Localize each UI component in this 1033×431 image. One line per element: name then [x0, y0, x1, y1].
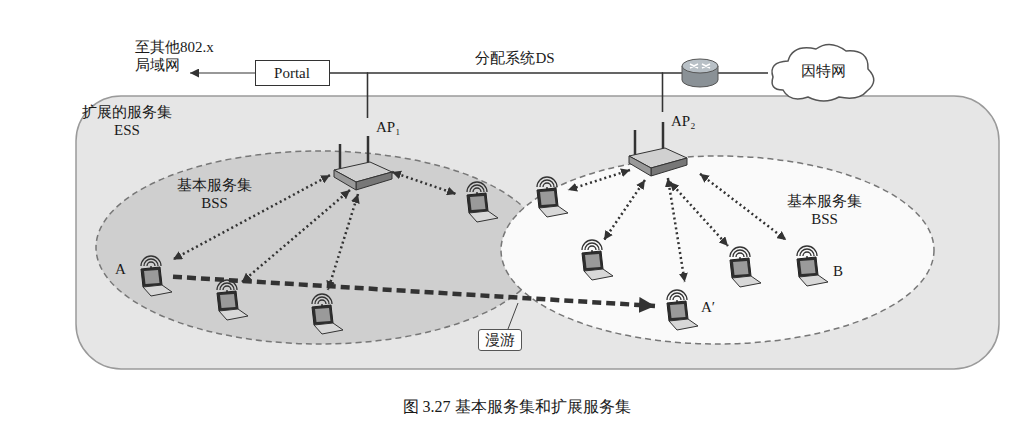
laptop-icon	[655, 288, 699, 332]
access-point: AP₁	[330, 118, 405, 192]
node-label: A′	[701, 298, 715, 316]
node-label: 基本服务集 BSS	[175, 176, 254, 212]
bss-ellipse-outline	[500, 155, 935, 345]
node-label: 基本服务集 BSS	[785, 192, 864, 228]
node-label: A	[115, 260, 126, 278]
lan-arrow	[190, 72, 255, 73]
callout-box: 漫游	[478, 329, 522, 351]
laptop-icon	[129, 254, 173, 298]
internet-cloud: 因特网	[768, 40, 878, 102]
laptop-station: B	[785, 240, 855, 292]
laptop-icon	[785, 244, 829, 288]
node-label: 因特网	[801, 62, 846, 80]
ess-region-outline	[75, 95, 1000, 370]
node-label: AP₁	[376, 118, 400, 136]
ess-region: A 基本服务集 BSS A′ B 基本服务集 BSS AP₁ AP₂ 扩展的服务集 ESS	[75, 95, 1000, 370]
figure-caption: 图 3.27 基本服务集和扩展服务集	[0, 397, 1033, 416]
lan-note: 至其他802.x 局域网	[135, 38, 214, 74]
bss-ellipse: A 基本服务集 BSS	[95, 150, 545, 345]
bss-ellipse-outline	[95, 150, 545, 345]
laptop-station: A′	[655, 282, 723, 334]
node-label: Portal	[274, 64, 310, 82]
node-label: 扩展的服务集 ESS	[82, 103, 172, 139]
access-point: AP₂	[625, 112, 700, 178]
laptop-station: A	[115, 250, 173, 300]
edge-label: 分配系统DS	[475, 49, 554, 67]
node-label: B	[833, 262, 843, 280]
node-label: AP₂	[671, 112, 695, 130]
portal-box: Portal	[255, 60, 330, 86]
router-symbol	[682, 59, 718, 87]
bss-ellipse: A′ B 基本服务集 BSS	[500, 155, 935, 345]
